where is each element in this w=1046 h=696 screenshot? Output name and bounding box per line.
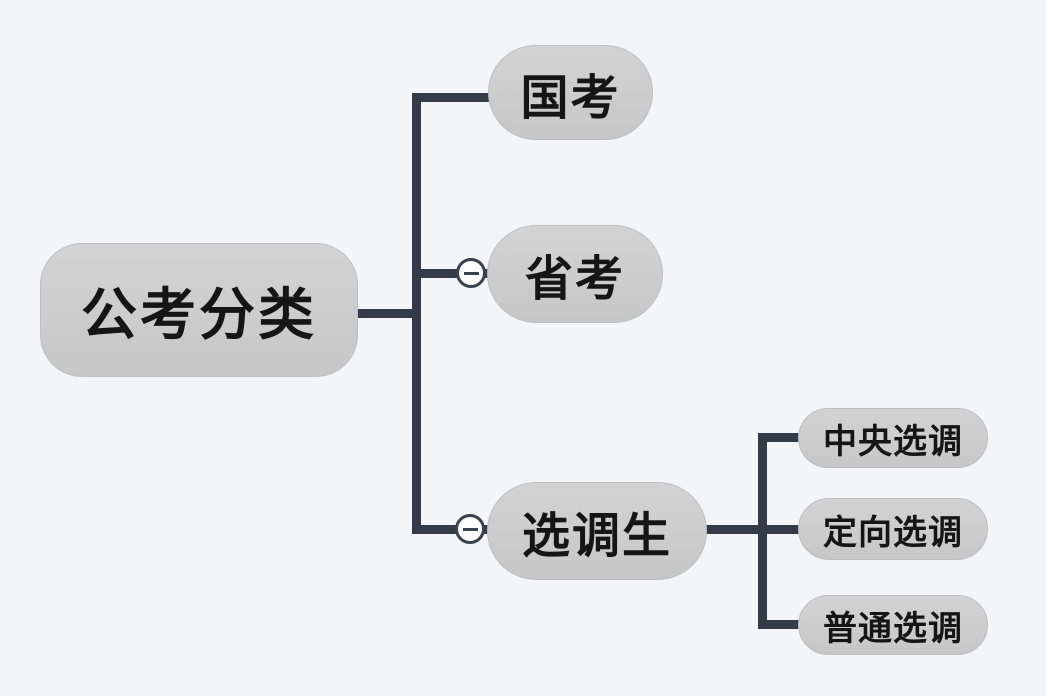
edge-branch-shengkao — [412, 269, 488, 278]
minus-bar — [462, 527, 478, 531]
node-root[interactable]: 公考分类 — [40, 243, 358, 377]
edge-branch-dingxiang — [758, 525, 800, 534]
node-dingxiang-xuandiao[interactable]: 定向选调 — [798, 498, 988, 560]
edge-branch-zhongyang — [758, 433, 800, 442]
edge-root-to-trunk — [356, 309, 416, 318]
edge-branch-guokao — [412, 93, 490, 102]
node-putong-xuandiao[interactable]: 普通选调 — [798, 595, 988, 655]
edge-main-trunk — [412, 93, 421, 534]
node-xuandiaosheng[interactable]: 选调生 — [487, 482, 707, 580]
node-shengkao[interactable]: 省考 — [487, 225, 663, 323]
edge-xds-to-subtrunk — [705, 525, 767, 534]
minus-bar — [463, 271, 479, 275]
node-zhongyang-xuandiao[interactable]: 中央选调 — [798, 408, 988, 468]
edge-branch-putong — [758, 620, 800, 629]
minus-circle-icon-shengkao[interactable] — [456, 258, 486, 288]
edge-branch-xds — [412, 525, 488, 534]
node-guokao[interactable]: 国考 — [488, 45, 653, 140]
minus-circle-icon-xds[interactable] — [455, 514, 485, 544]
